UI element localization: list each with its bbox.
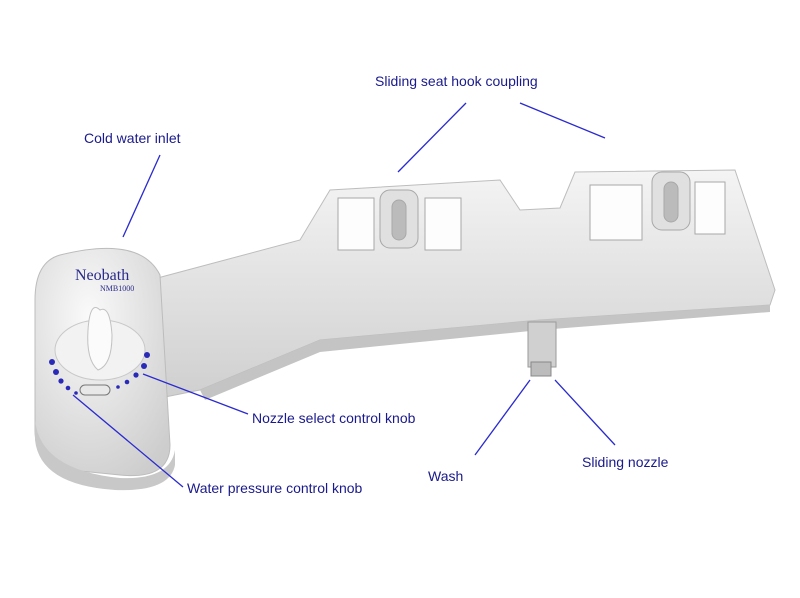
label-wash: Wash bbox=[428, 468, 464, 484]
label-sliding-seat-hook: Sliding seat hook coupling bbox=[375, 73, 538, 89]
brand-text: Neobath bbox=[75, 267, 129, 284]
leader-seat-hook-right bbox=[519, 102, 606, 139]
model-text: NMB1000 bbox=[100, 284, 134, 293]
leader-nozzle-select bbox=[142, 373, 249, 415]
leader-cold-water bbox=[122, 154, 161, 238]
nozzle-select-knob[interactable] bbox=[87, 307, 113, 371]
label-cold-water-inlet: Cold water inlet bbox=[84, 130, 181, 146]
plate-edge bbox=[200, 305, 770, 400]
seat-hook-left bbox=[337, 189, 462, 251]
seat-hook-right bbox=[589, 171, 726, 241]
nozzle bbox=[527, 321, 557, 377]
pressure-indicator-dots bbox=[49, 352, 150, 395]
leader-seat-hook-left bbox=[397, 102, 467, 173]
pressure-control-knob[interactable] bbox=[79, 384, 111, 396]
leader-sliding-nozzle bbox=[554, 379, 616, 446]
label-nozzle-select: Nozzle select control knob bbox=[252, 410, 416, 426]
leader-lines bbox=[72, 102, 616, 488]
label-water-pressure: Water pressure control knob bbox=[187, 480, 363, 496]
leader-wash bbox=[474, 379, 531, 456]
label-sliding-nozzle: Sliding nozzle bbox=[582, 454, 669, 470]
leader-water-pressure bbox=[72, 394, 184, 488]
